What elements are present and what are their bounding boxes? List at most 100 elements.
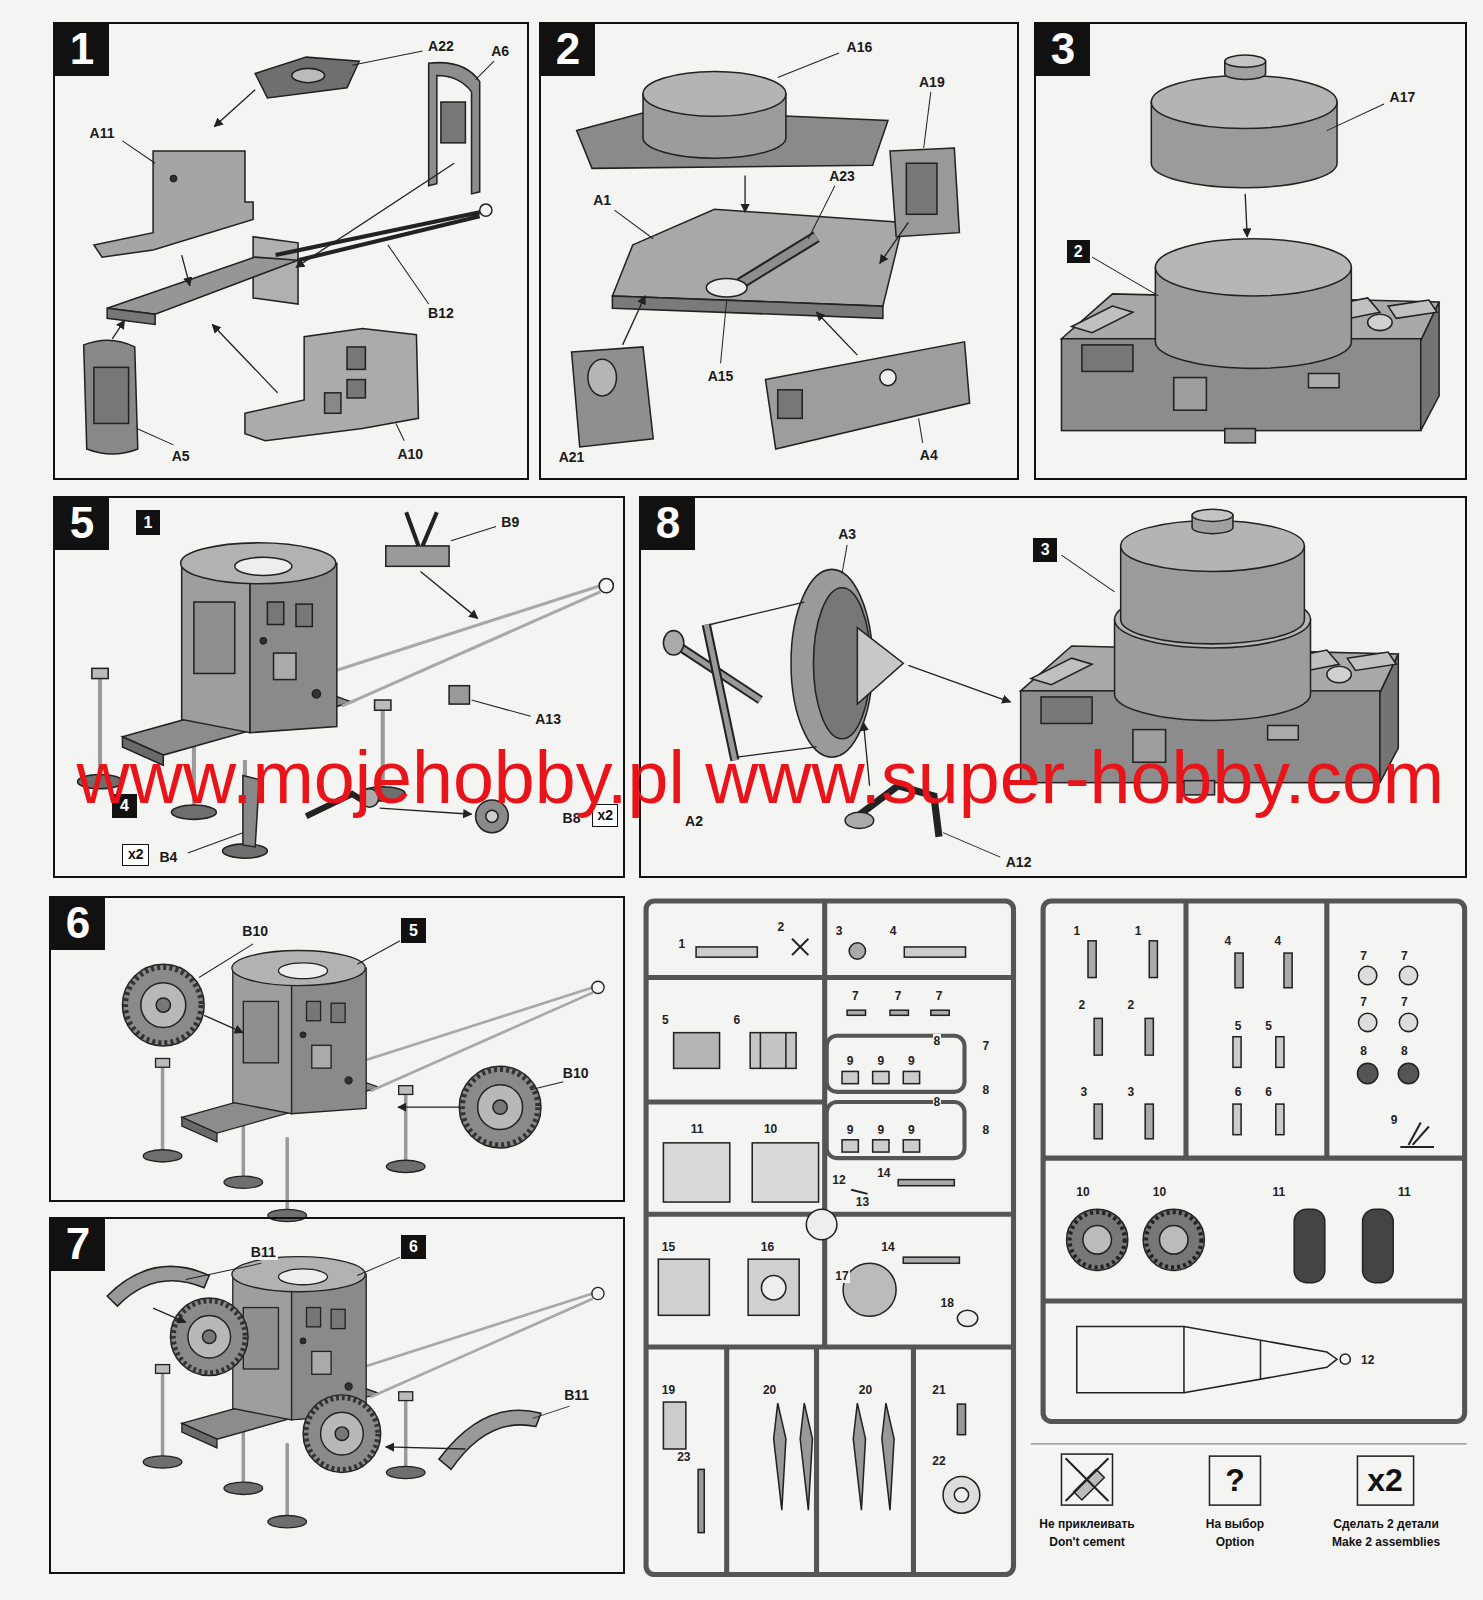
subassembly-number: 1 [144,514,153,532]
step1-lines-shape [352,51,422,65]
step3-parts-shape [1225,55,1266,67]
legend-symbols [1031,1444,1467,1505]
sprue-number: 6 [1234,1085,1243,1099]
step2-parts-shape [740,237,817,284]
step-panel: 1 [53,22,529,479]
sprue-a-shape [851,1190,867,1194]
multiplier-box: x2 [122,844,149,866]
sprue-b-shape [1143,1209,1204,1270]
sprue-a [646,901,1013,1574]
step1-parts [84,57,492,454]
part-label: B12 [426,305,456,321]
sprue-a-shape [760,1033,786,1069]
sprue-a-shape [646,901,1013,1574]
sprue-a-shape [903,1257,959,1263]
step5-parts-shape [406,512,437,546]
sprue-number: 9 [846,1054,855,1068]
sprue-number: 10 [763,1122,778,1136]
step2-parts-shape [890,148,959,237]
step7-parts-shape [170,1298,248,1376]
sprue-b-shape [1233,1037,1241,1068]
sprue-number: 6 [733,1013,742,1027]
step3-parts-shape [1061,239,1439,443]
step3-parts [1061,55,1439,443]
sprue-number: 11 [690,1122,705,1136]
step1-parts-shape [441,102,465,143]
part-label: A11 [88,125,117,141]
multiplier-text: x2 [128,847,144,862]
step3-lines [1092,104,1384,296]
step5-lines-shape [188,833,243,853]
sprue-number: 3 [835,924,844,938]
sprue-number: 13 [855,1195,870,1209]
sprue-b-shape [1235,953,1243,988]
step-number: 1 [55,24,109,76]
sprue-a-shape [658,1259,709,1315]
sprue-number: 22 [931,1454,946,1468]
step2-parts-shape [906,163,937,214]
step8-parts-shape [1192,509,1233,521]
sprue-a-shape [842,1140,858,1152]
sprue-b-shape [1233,1104,1241,1135]
step-panel: 65 [49,896,625,1202]
sprue-number: 1 [677,937,686,951]
sprue-number: 7 [894,989,903,1003]
sprue-number: 16 [760,1240,775,1254]
sprue-number: 5 [1234,1019,1243,1033]
step-number: 3 [1036,24,1090,76]
sprue-a-shape [752,1143,818,1202]
sprue-b-shape [1149,941,1157,978]
subassembly-ref-box: 6 [401,1235,425,1259]
sprue-number: 10 [1152,1185,1167,1199]
step7-parts [107,1257,604,1528]
sprue-b-shape [1294,1209,1325,1282]
sprue-number: 3 [1080,1085,1089,1099]
step1-lines-shape [214,90,255,127]
sprue-number: 7 [1359,949,1368,963]
part-label: A19 [917,74,947,90]
step-number: 2 [541,24,595,76]
step7-lines [153,1257,569,1449]
step2-lines-shape [623,296,645,345]
step1-lines-shape [212,324,277,392]
step7-parts-shape [107,1266,209,1306]
sprue-number: 6 [1264,1085,1273,1099]
step-number: 5 [55,498,109,550]
step7-lines-shape [386,1447,466,1449]
legend-symbol: x2 [1367,1462,1403,1499]
step8-lines-shape [1061,555,1114,592]
step1-parts-shape [276,212,480,260]
sprue-b [1043,901,1465,1421]
step1-parts-shape [94,367,129,423]
step1-parts-shape [480,204,492,216]
sprue-b-shape [1276,1037,1284,1068]
part-label: A3 [836,526,858,542]
step6-lines-shape [204,1015,243,1032]
sprue-number: 14 [880,1240,895,1254]
sprue-b-shape [1146,1212,1201,1267]
subassembly-number: 5 [409,922,418,940]
sprue-b-shape [1094,1018,1102,1055]
step1-parts-shape [347,380,365,398]
step6-lines-shape [531,1082,564,1090]
sprue-a-shape [674,1033,720,1069]
sprue-number: 12 [831,1173,846,1187]
legend-symbols-shape [1209,1456,1260,1505]
step1-lines-shape [476,61,494,79]
step2-parts-shape [643,71,786,116]
step8-parts-shape [857,628,903,705]
sprue-number: 7 [935,989,944,1003]
step2-parts-shape [612,209,903,306]
sprue-number: 21 [931,1383,946,1397]
sprue-b-shape [1067,1209,1128,1270]
step2-parts-shape [572,347,654,447]
subassembly-number: 2 [1074,243,1083,261]
sprue-b-shape [1145,1104,1153,1139]
sprue-b-shape [1357,1063,1377,1083]
step7-parts-shape [439,1410,541,1469]
step1-lines-shape [112,320,124,338]
sprue-a-shape [931,1010,949,1015]
legend-symbols-shape [1031,1443,1467,1444]
sprue-a-shape [750,1033,796,1069]
subassembly-ref-box: 3 [1033,538,1057,562]
